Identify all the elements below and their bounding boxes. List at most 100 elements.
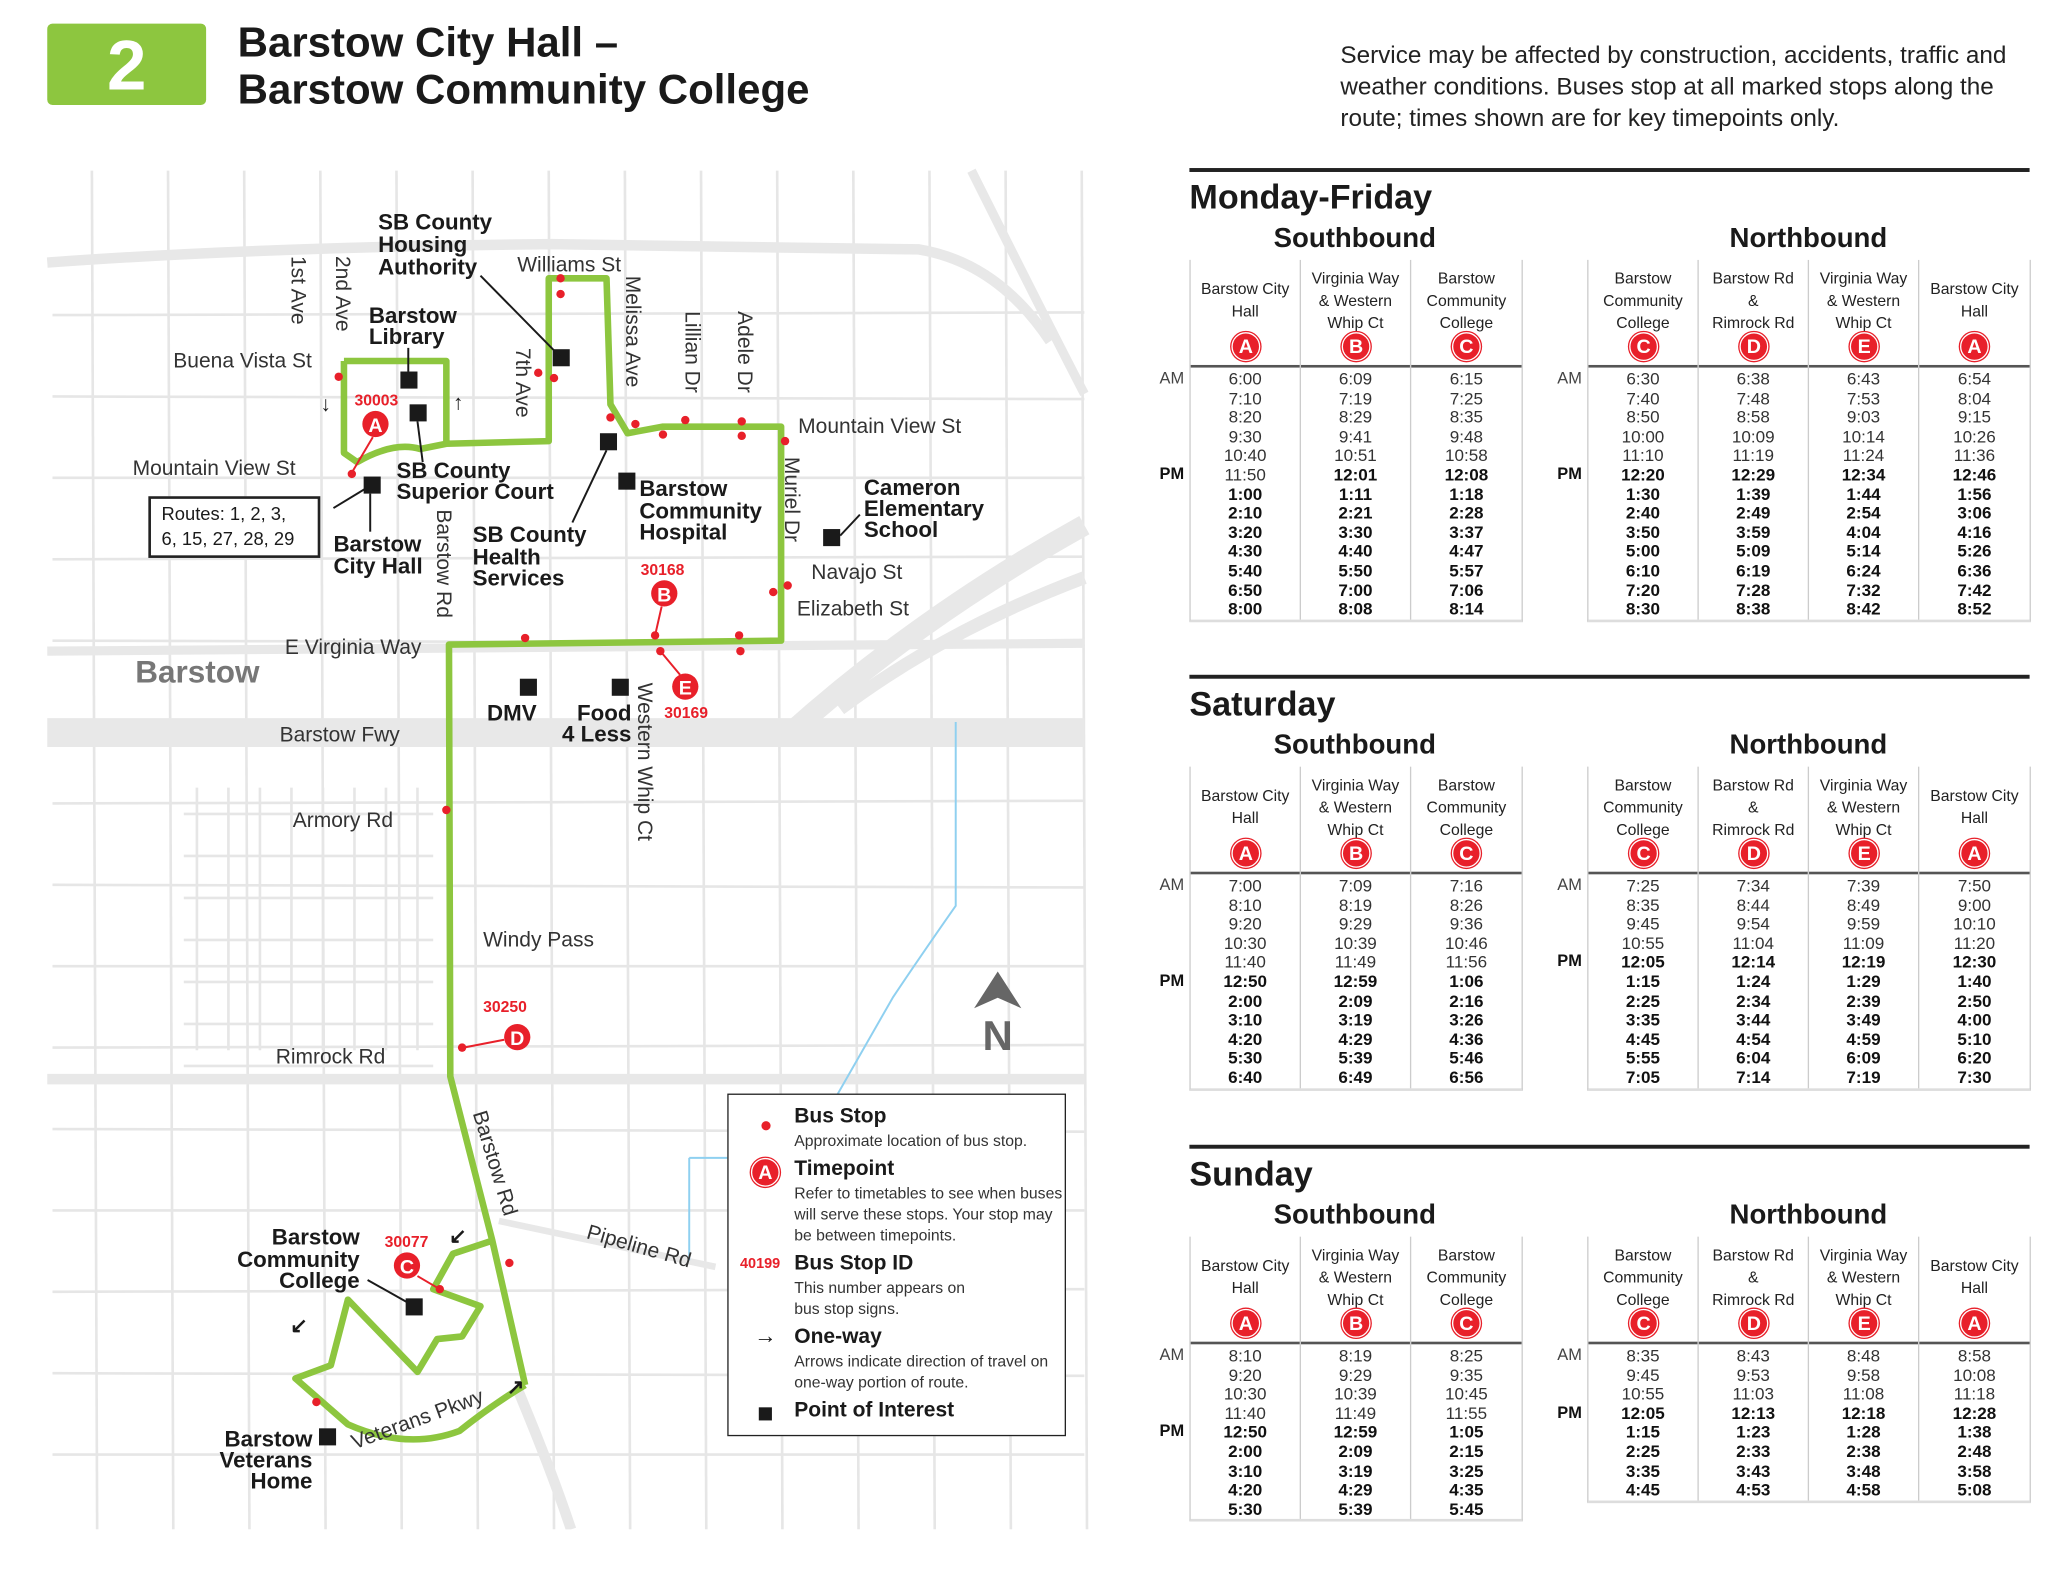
poi-health-1: SB County: [473, 522, 588, 547]
departure-time: 1:44: [1846, 483, 1881, 504]
bus-stop-dot[interactable]: [505, 1258, 514, 1268]
minor-road: [471, 170, 480, 1530]
departure-time: 10:26: [1953, 426, 1996, 447]
departure-time: 7:16: [1449, 875, 1484, 896]
departure-time: 7:20: [1625, 579, 1661, 600]
departure-time: 8:38: [1736, 598, 1771, 619]
minor-road: [623, 170, 632, 1530]
section-rule: [1189, 1144, 2030, 1149]
timepoint-d[interactable]: D: [504, 1023, 531, 1051]
city-label: Barstow: [135, 654, 260, 690]
departure-time: 11:36: [1953, 445, 1996, 466]
street-2nd-ave: 2nd Ave: [331, 256, 354, 332]
departure-time: 3:58: [1957, 1460, 1992, 1481]
stop-name: Barstow City Hall: [1200, 1256, 1290, 1298]
departure-time: 12:20: [1621, 464, 1665, 485]
departure-time: 4:54: [1736, 1028, 1771, 1049]
bus-stop-dot[interactable]: [631, 419, 640, 429]
departure-time: 2:00: [1228, 990, 1263, 1011]
bus-stop-dot[interactable]: [783, 581, 792, 590]
bus-stop-dot[interactable]: [734, 631, 744, 640]
bus-stop-dot[interactable]: [457, 1043, 467, 1052]
timepoint-a[interactable]: A: [362, 410, 389, 438]
bus-stop-dot[interactable]: [556, 289, 565, 299]
departure-time: 5:30: [1228, 1498, 1263, 1519]
bus-stop-dot[interactable]: [534, 368, 543, 378]
departure-time: 9:03: [1846, 407, 1881, 427]
bus-stop-dot[interactable]: [442, 805, 451, 815]
timepoint-d-icon: D: [1739, 838, 1769, 868]
street-veterans-pkwy: Veterans Pkwy: [348, 1385, 487, 1454]
bus-stop-dot[interactable]: [736, 646, 745, 656]
departure-time: 4:29: [1338, 1028, 1373, 1049]
bus-stop-dot[interactable]: [780, 436, 790, 446]
departure-time: 6:20: [1957, 1048, 1992, 1068]
minor-road: [1080, 170, 1089, 1530]
departure-time: 12:50: [1223, 971, 1268, 992]
departure-time: 3:35: [1625, 1009, 1661, 1030]
bus-stop-dot[interactable]: [737, 417, 746, 426]
bus-stop-dot[interactable]: [312, 1397, 321, 1407]
bus-stop-dot[interactable]: [549, 373, 559, 383]
bus-stop-dot[interactable]: [556, 274, 565, 283]
stop-name: Barstow Community College: [1426, 268, 1507, 332]
departure-time: 9:54: [1736, 913, 1770, 934]
poi-court-1: SB County: [396, 458, 511, 483]
bus-stop-dot[interactable]: [334, 372, 343, 381]
departure-time: 12:05: [1621, 952, 1665, 972]
street-melissa: Melissa Ave: [621, 276, 644, 388]
poi-library-2: Library: [369, 324, 445, 349]
timepoint-e-icon: E: [1849, 838, 1879, 868]
departure-time: 2:00: [1228, 1441, 1263, 1462]
bus-stop-dot[interactable]: [606, 413, 615, 422]
departure-time: 8:52: [1957, 598, 1992, 619]
bus-stop-dot[interactable]: [681, 415, 690, 425]
departure-time: 7:25: [1449, 388, 1484, 408]
departure-time: 11:03: [1732, 1383, 1774, 1404]
departure-time: 11:55: [1445, 1403, 1488, 1423]
transfer-routes-box: Routes: 1, 2, 3, 6, 15, 27, 28, 29: [148, 496, 321, 558]
poi-housing-3: Authority: [378, 254, 478, 279]
departure-time: 11:56: [1445, 952, 1488, 972]
departure-time: 7:42: [1957, 579, 1992, 600]
bus-stop-dot[interactable]: [737, 431, 746, 441]
arrow-down-icon: ↓: [320, 393, 331, 416]
stop-name: Barstow Community College: [1603, 268, 1683, 332]
am-label: AM: [1159, 875, 1185, 895]
departure-time: 5:26: [1957, 541, 1992, 562]
poi-cameron-1: Cameron: [864, 475, 961, 500]
departure-time: 8:25: [1449, 1345, 1484, 1366]
departure-time: 6:04: [1736, 1048, 1771, 1068]
arrow-down-left-icon: ↙: [290, 1314, 308, 1337]
poi-marker-college: [405, 1298, 423, 1316]
schedule-day-title: Monday-Friday: [1189, 177, 1433, 217]
timepoint-c[interactable]: C: [393, 1252, 421, 1279]
stop-id-30003: 30003: [354, 393, 398, 410]
departure-time: 7:40: [1626, 388, 1660, 408]
bus-stop-dot[interactable]: [769, 587, 778, 597]
departure-time: 9:48: [1449, 426, 1484, 447]
departure-time: 2:39: [1846, 990, 1881, 1011]
poi-veterans-home-3: Home: [250, 1469, 312, 1494]
stop-name: Barstow Community College: [1426, 1245, 1507, 1309]
departure-time: 6:38: [1736, 368, 1770, 389]
departure-time: 5:30: [1228, 1048, 1263, 1068]
departure-time: 2:09: [1338, 1441, 1373, 1462]
departure-time: 3:10: [1228, 1009, 1263, 1030]
timepoint-b[interactable]: B: [651, 580, 678, 607]
timepoint-e[interactable]: E: [672, 673, 699, 700]
departure-time: 4:00: [1957, 1009, 1992, 1030]
departure-time: 6:50: [1228, 579, 1263, 600]
bus-stop-dot[interactable]: [520, 633, 530, 643]
bus-stop-dot[interactable]: [347, 469, 357, 479]
departure-time: 11:40: [1224, 952, 1266, 972]
bus-stop-dot[interactable]: [658, 430, 668, 439]
departure-time: 2:16: [1449, 990, 1484, 1011]
departure-time: 2:54: [1846, 503, 1881, 523]
section-rule: [1189, 168, 2030, 172]
